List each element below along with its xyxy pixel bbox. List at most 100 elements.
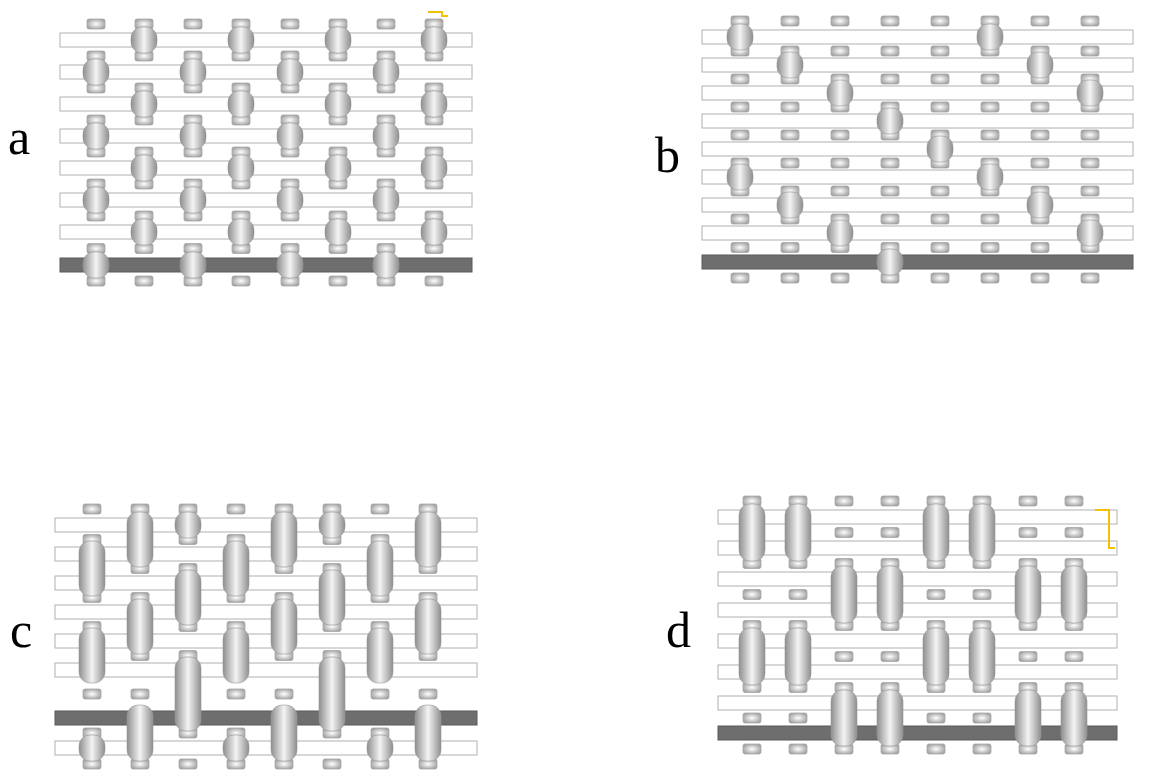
weft-yarn <box>702 86 1133 100</box>
warp-float <box>415 599 441 654</box>
warp-float <box>831 690 857 746</box>
weft-yarn <box>55 605 477 619</box>
warp-float <box>180 252 206 278</box>
warp-float <box>175 657 201 731</box>
warp-float <box>877 566 903 623</box>
warp-float <box>131 91 157 117</box>
warp-float <box>228 91 254 117</box>
warp-yarn-gap <box>881 16 899 26</box>
warp-yarn-gap <box>927 590 945 600</box>
weft-yarn <box>60 129 472 143</box>
weft-yarn <box>702 198 1133 212</box>
weft-yarn <box>60 33 472 47</box>
warp-float <box>228 155 254 181</box>
warp-yarn-gap <box>1019 496 1037 506</box>
warp-yarn-gap <box>781 102 799 112</box>
warp-float <box>827 220 853 246</box>
warp-yarn-gap <box>329 276 347 286</box>
warp-float <box>325 27 351 53</box>
warp-yarn-gap <box>1065 496 1083 506</box>
warp-float <box>131 27 157 53</box>
warp-float <box>777 192 803 218</box>
warp-float <box>877 690 903 746</box>
warp-yarn-gap <box>1019 528 1037 538</box>
warp-yarn-gap <box>731 214 749 224</box>
warp-float <box>223 735 249 761</box>
warp-float <box>127 705 153 761</box>
warp-float <box>277 59 303 85</box>
warp-yarn-gap <box>731 273 749 283</box>
warp-yarn-gap <box>275 689 293 699</box>
warp-float <box>739 504 765 561</box>
warp-yarn-gap <box>83 689 101 699</box>
warp-float <box>180 187 206 213</box>
warp-float <box>79 628 105 683</box>
panel-letter: b <box>655 130 680 180</box>
warp-yarn-gap <box>743 744 761 754</box>
warp-float <box>131 155 157 181</box>
warp-float <box>1015 566 1041 623</box>
weft-yarn <box>718 541 1117 555</box>
warp-float <box>969 628 995 685</box>
warp-float <box>977 24 1003 50</box>
warp-float <box>367 628 393 683</box>
warp-float <box>127 512 153 567</box>
warp-yarn-gap <box>881 186 899 196</box>
warp-float <box>785 504 811 561</box>
warp-float <box>325 155 351 181</box>
warp-float <box>277 252 303 278</box>
weft-yarn <box>55 634 477 648</box>
warp-yarn-gap <box>1031 130 1049 140</box>
weave-panel <box>55 504 477 769</box>
warp-float <box>228 219 254 245</box>
warp-float <box>1061 690 1087 746</box>
warp-yarn-gap <box>781 158 799 168</box>
weft-yarn <box>55 518 477 532</box>
warp-yarn-gap <box>743 713 761 723</box>
warp-yarn-gap <box>232 276 250 286</box>
weft-yarn <box>55 711 477 725</box>
weft-yarn <box>718 572 1117 586</box>
warp-float <box>421 219 447 245</box>
weft-yarn <box>60 193 472 207</box>
warp-yarn-gap <box>973 713 991 723</box>
warp-yarn-gap <box>931 186 949 196</box>
marker-bracket <box>1095 510 1115 548</box>
warp-float <box>223 628 249 683</box>
warp-yarn-gap <box>1031 16 1049 26</box>
warp-yarn-gap <box>743 590 761 600</box>
warp-yarn-gap <box>789 713 807 723</box>
warp-float <box>727 164 753 190</box>
warp-float <box>79 735 105 761</box>
warp-yarn-gap <box>83 504 101 514</box>
warp-float <box>325 219 351 245</box>
warp-yarn-gap <box>931 214 949 224</box>
warp-yarn-gap <box>835 652 853 662</box>
warp-float <box>373 252 399 278</box>
warp-yarn-gap <box>371 689 389 699</box>
warp-yarn-gap <box>981 214 999 224</box>
warp-yarn-gap <box>881 652 899 662</box>
warp-yarn-gap <box>831 273 849 283</box>
warp-float <box>83 123 109 149</box>
weft-yarn <box>702 58 1133 72</box>
warp-yarn-gap <box>1031 158 1049 168</box>
warp-yarn-gap <box>135 276 153 286</box>
warp-float <box>367 541 393 596</box>
warp-yarn-gap <box>419 689 437 699</box>
weft-yarn <box>702 30 1133 44</box>
warp-float <box>373 123 399 149</box>
warp-yarn-gap <box>831 186 849 196</box>
warp-float <box>827 80 853 106</box>
warp-yarn-gap <box>931 102 949 112</box>
warp-float <box>180 59 206 85</box>
warp-float <box>421 91 447 117</box>
warp-yarn-gap <box>981 130 999 140</box>
warp-float <box>1061 566 1087 623</box>
warp-float <box>83 59 109 85</box>
warp-float <box>271 599 297 654</box>
warp-yarn-gap <box>87 19 105 29</box>
warp-yarn-gap <box>931 74 949 84</box>
warp-float <box>877 108 903 134</box>
warp-yarn-gap <box>973 744 991 754</box>
